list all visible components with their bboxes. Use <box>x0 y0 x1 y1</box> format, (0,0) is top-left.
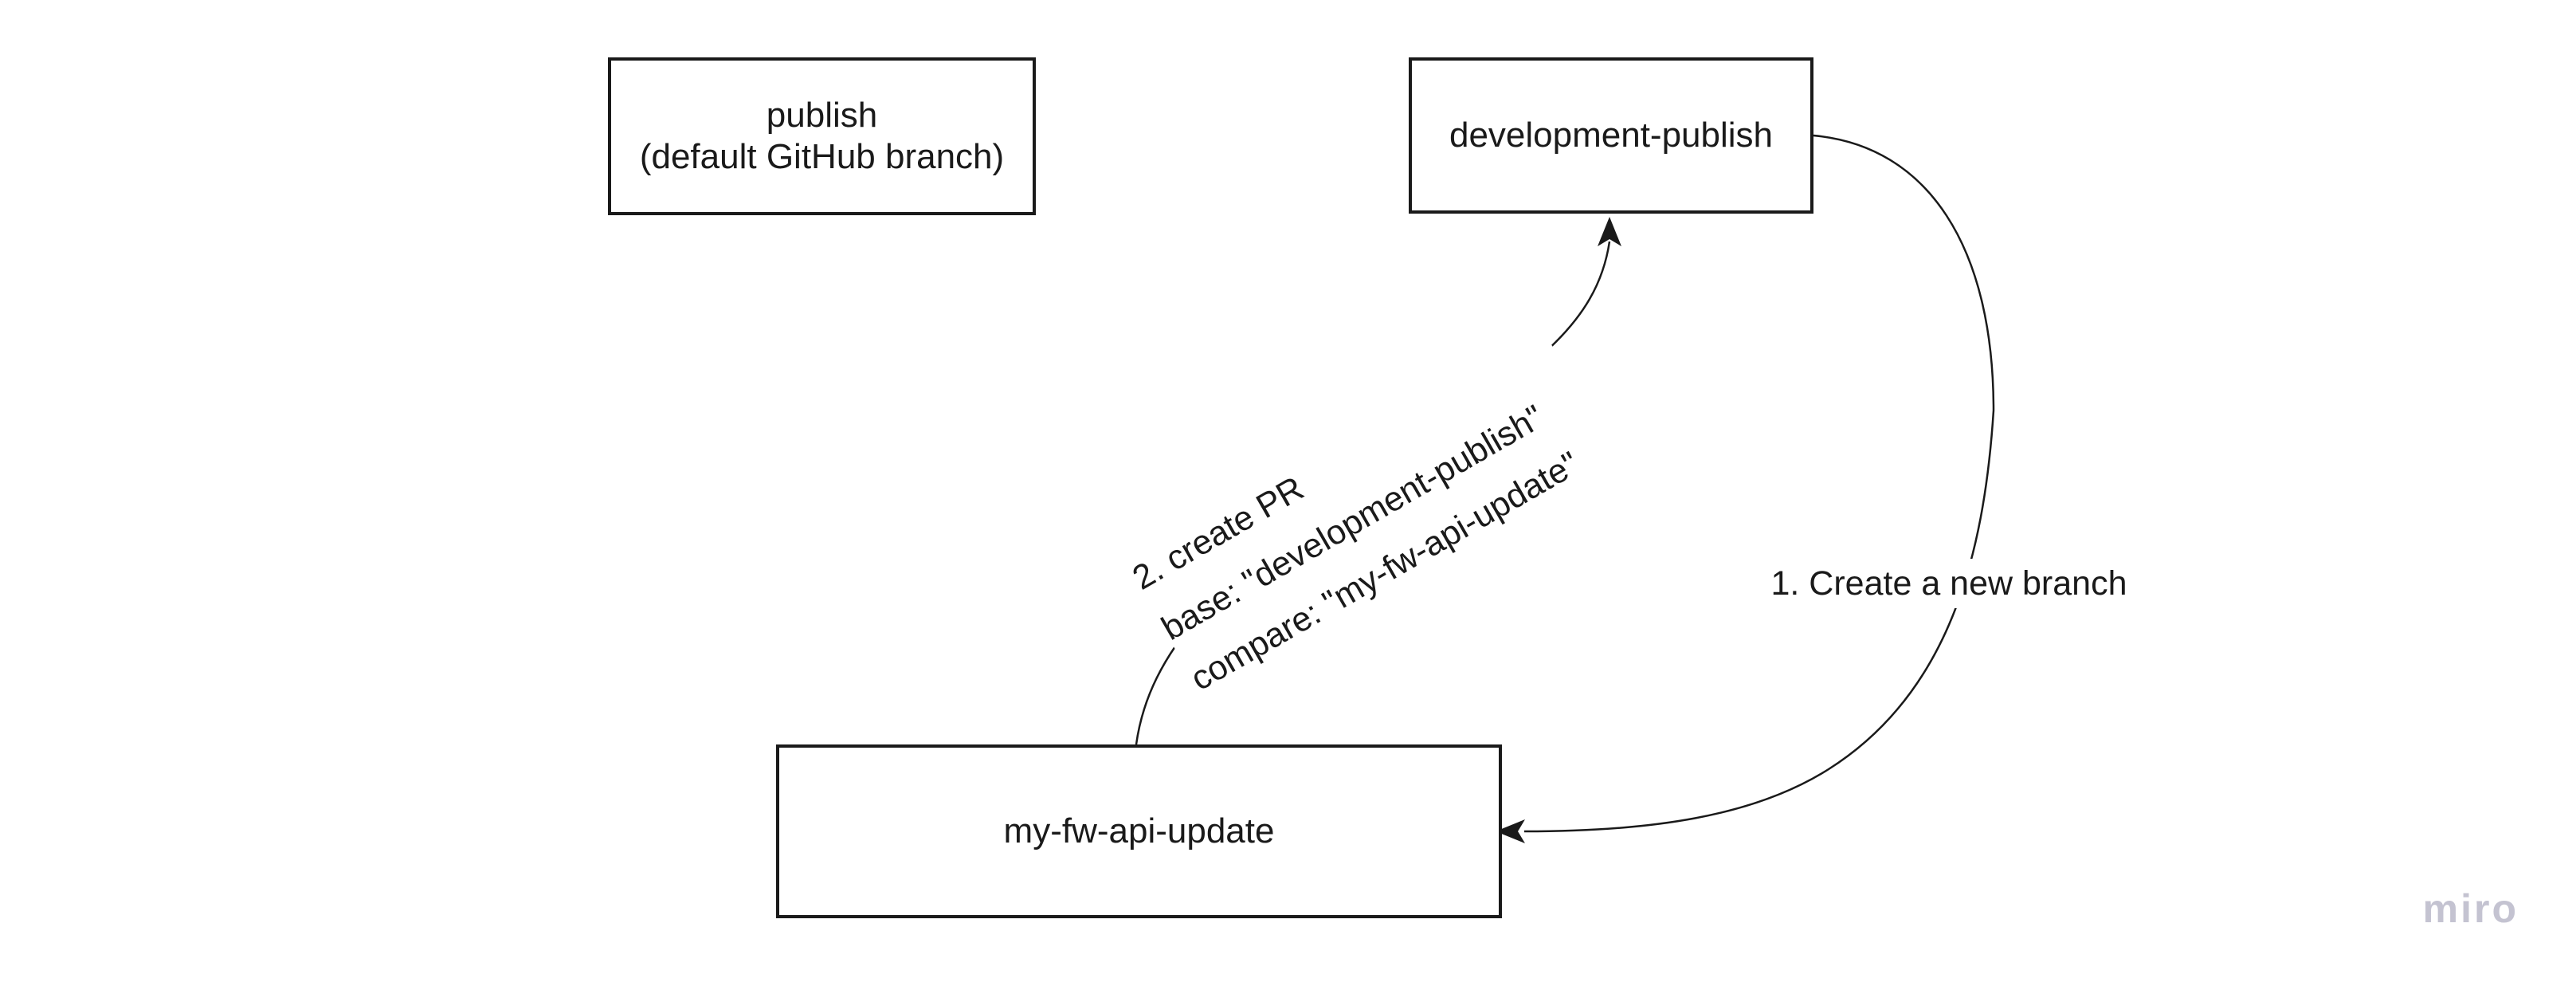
node-development-publish-label: development-publish <box>1449 116 1774 155</box>
miro-watermark-logo: miro <box>2422 886 2519 931</box>
arrowhead-up-icon <box>1598 217 1621 246</box>
connector-label-create-branch[interactable]: 1. Create a new branch <box>1753 559 2145 608</box>
node-my-fw-api-update[interactable]: my-fw-api-update <box>776 744 1502 918</box>
node-my-fw-api-update-label: my-fw-api-update <box>1003 811 1275 850</box>
node-publish-label-line1: publish <box>766 96 878 135</box>
arrowhead-left-icon <box>1496 819 1525 843</box>
node-development-publish[interactable]: development-publish <box>1409 57 1813 214</box>
node-publish[interactable]: publish (default GitHub branch) <box>608 57 1036 215</box>
node-publish-label-line2: (default GitHub branch) <box>639 137 1005 176</box>
